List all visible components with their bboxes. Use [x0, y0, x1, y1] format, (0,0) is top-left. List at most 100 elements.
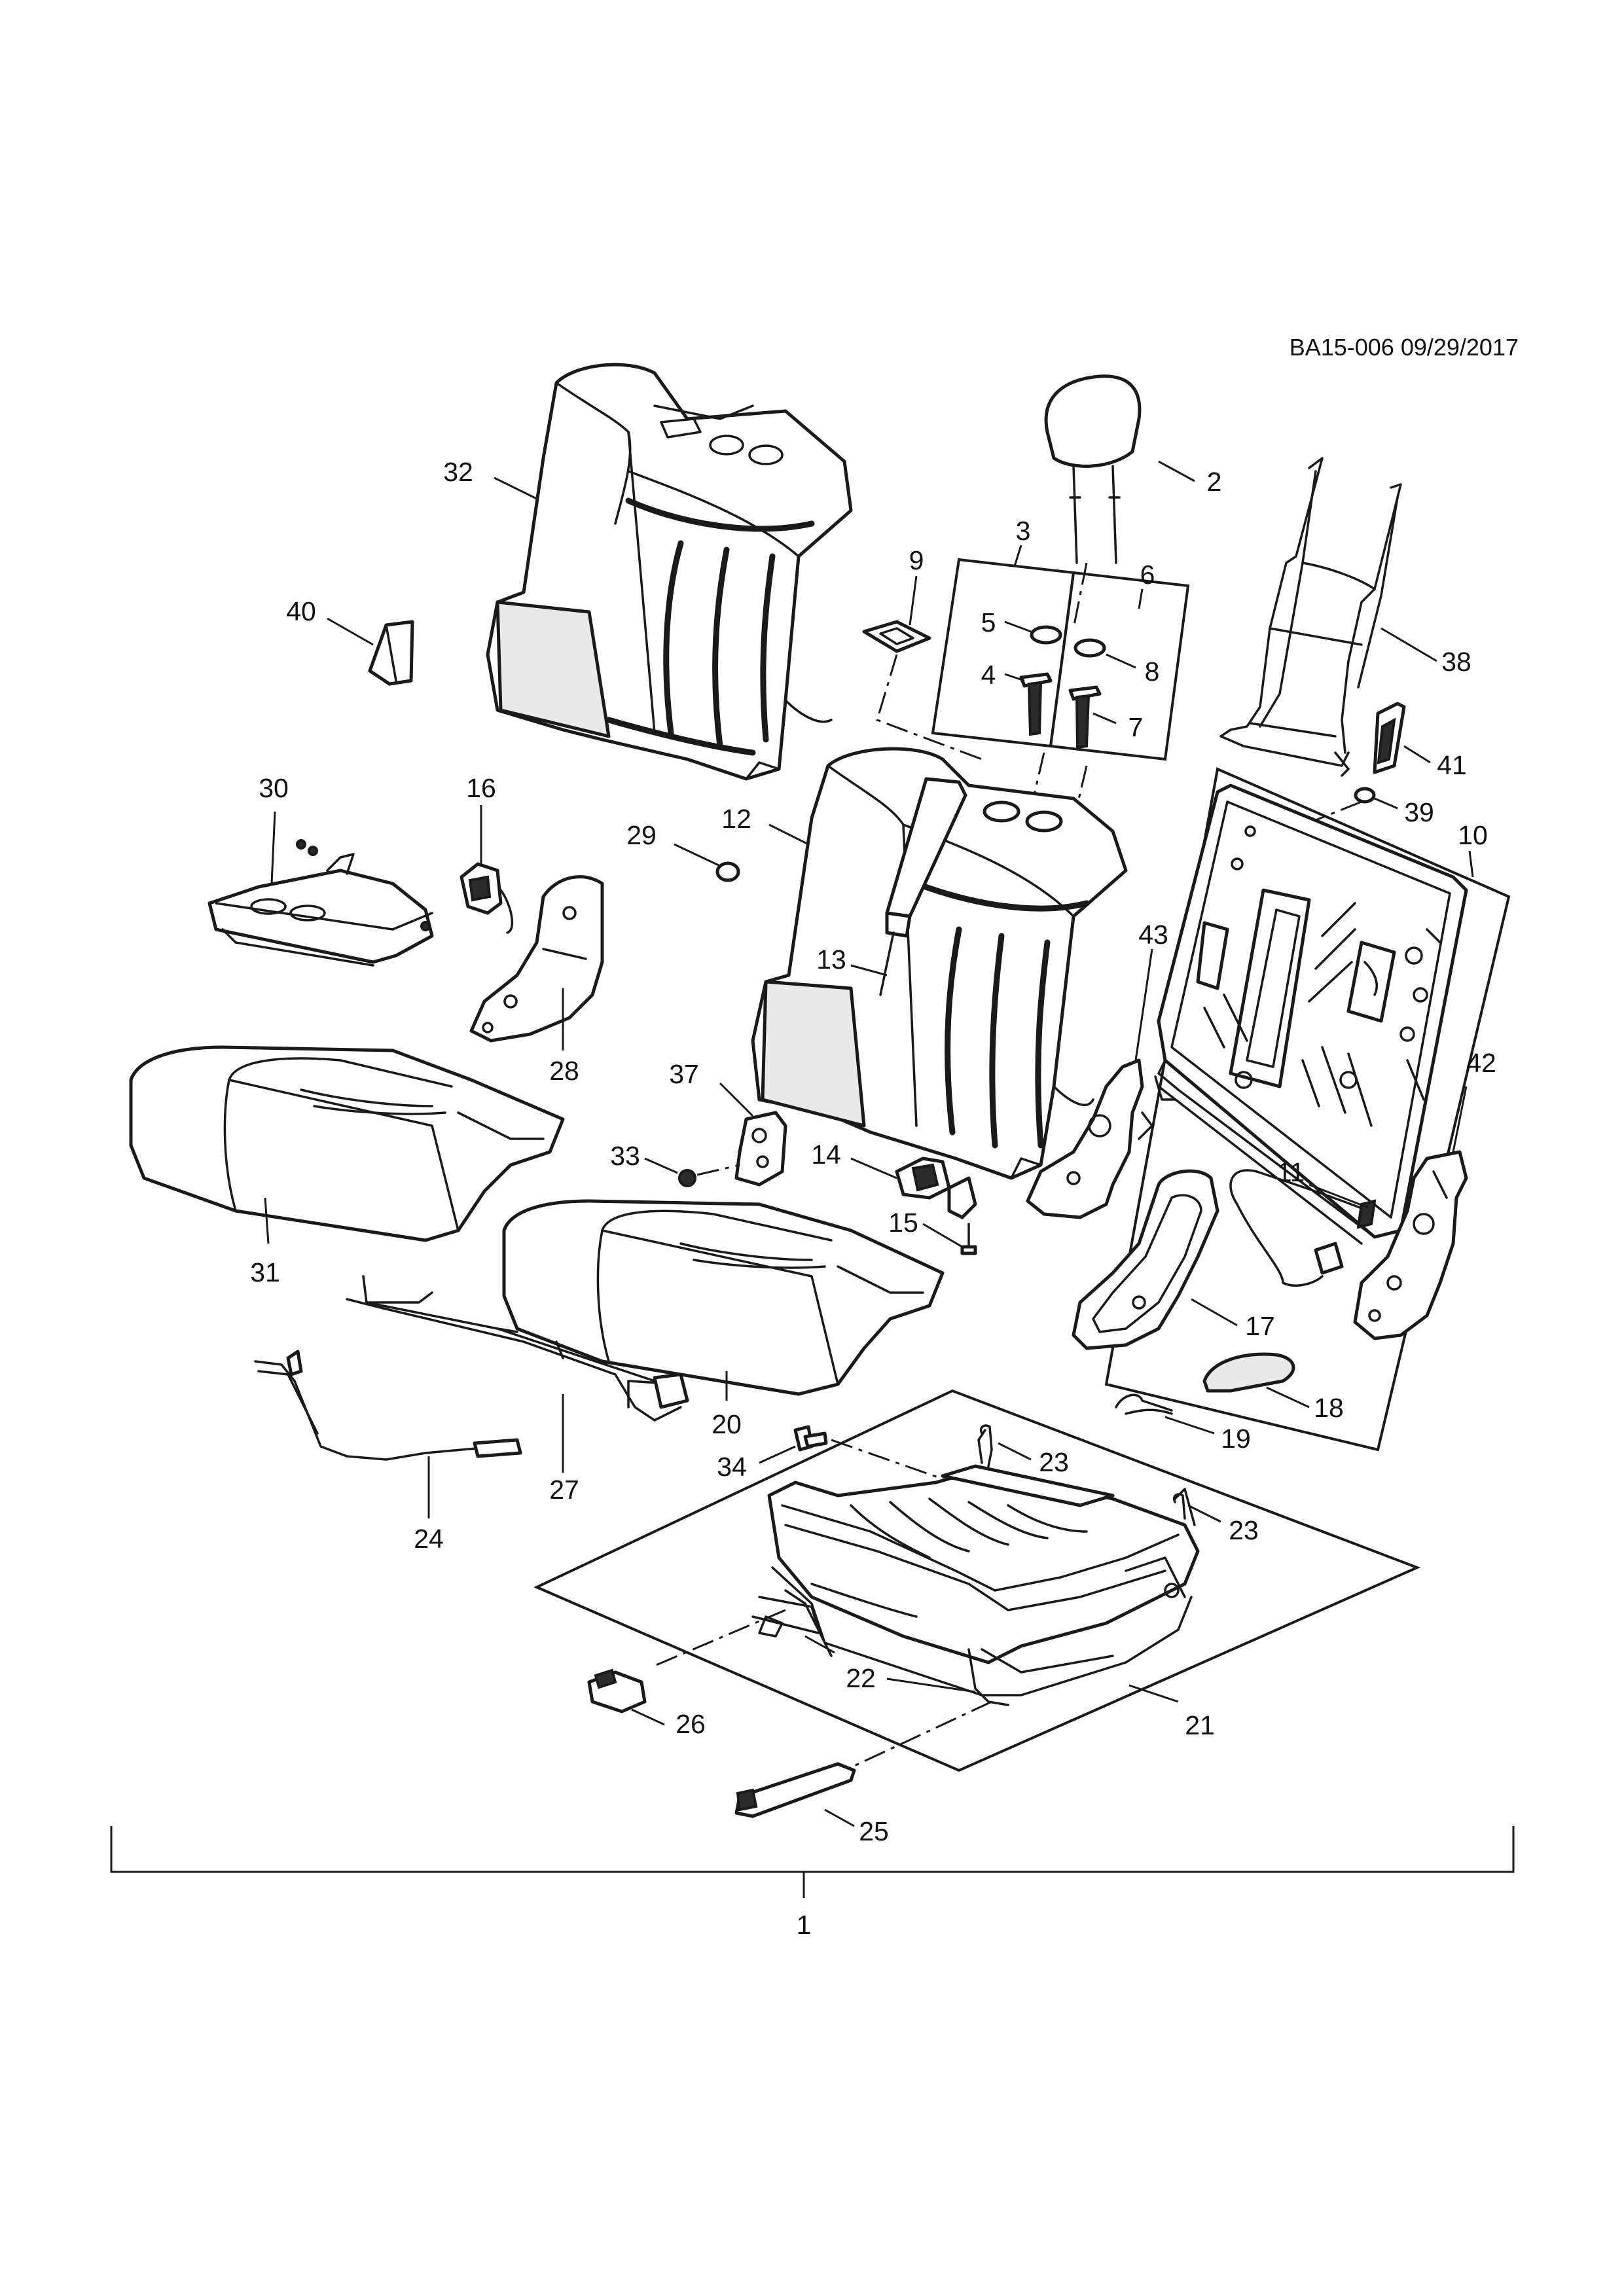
callout-26: 26: [676, 1709, 706, 1739]
latch-module-41: [1373, 702, 1406, 774]
side-shield-28: [469, 875, 604, 1043]
callout-25: 25: [859, 1816, 889, 1846]
rod-24: [254, 1350, 522, 1461]
callout-32: 32: [443, 457, 473, 487]
dashline-34: [831, 1439, 963, 1487]
callout-34: 34: [717, 1452, 747, 1482]
assembly-bracket: [110, 1826, 1515, 1898]
document-reference: BA15-006 09/29/2017: [1290, 334, 1519, 361]
callout-27: 27: [549, 1475, 579, 1505]
hinge-bracket-42: [1353, 1150, 1468, 1340]
seat-back-panel: [1154, 783, 1468, 1245]
callout-18: 18: [1314, 1393, 1344, 1423]
leader-37: [719, 1082, 754, 1117]
leader-13: [850, 964, 888, 977]
callout-20: 20: [712, 1409, 742, 1439]
callout-7: 7: [1128, 712, 1144, 742]
callout-2: 2: [1207, 467, 1222, 497]
seat-belt-13: [879, 777, 967, 996]
leader-34: [759, 1445, 796, 1464]
callout-43: 43: [1138, 920, 1168, 950]
bezel-9: [862, 620, 931, 653]
leader-10: [1468, 850, 1474, 878]
callout-29: 29: [626, 820, 657, 850]
callout-42: 42: [1466, 1048, 1496, 1078]
leader-7: [1092, 712, 1117, 725]
leader-18: [1266, 1386, 1310, 1408]
leader-29: [674, 843, 719, 867]
seat-back-cover-left: [486, 363, 853, 781]
callout-5: 5: [981, 607, 996, 637]
leader-6: [1138, 588, 1144, 609]
leader-11: [1308, 1183, 1369, 1209]
guide-cap-8: [1074, 638, 1106, 658]
leader-42: [1452, 1086, 1468, 1153]
armrest-30: [208, 839, 434, 967]
leader-31: [264, 1197, 270, 1244]
callout-3: 3: [1016, 516, 1031, 546]
buckle-16: [460, 862, 514, 934]
nut-33: [678, 1169, 696, 1187]
leader-23b: [1187, 1504, 1221, 1523]
callout-24: 24: [414, 1524, 444, 1554]
callout-41: 41: [1437, 750, 1467, 780]
guide-cap-5: [1030, 625, 1062, 645]
headrest: [1044, 374, 1142, 564]
leader-12: [768, 823, 809, 846]
callout-22a: 22: [846, 1663, 876, 1693]
callout-8: 8: [1145, 656, 1160, 687]
callout-15: 15: [888, 1208, 918, 1238]
latch-bracket-37: [734, 1111, 787, 1187]
callout-11: 11: [1277, 1157, 1305, 1187]
callout-31: 31: [250, 1257, 280, 1287]
leader-25: [824, 1808, 855, 1827]
callout-39: 39: [1404, 797, 1434, 827]
leader-21: [1128, 1684, 1179, 1703]
callout-30: 30: [259, 773, 289, 803]
seat-back-panel-box-10: [1104, 767, 1511, 1452]
seat-cushion-right-20: [502, 1199, 945, 1396]
dashline-33: [696, 1164, 740, 1176]
callout-21: 21: [1185, 1710, 1215, 1740]
leader-43: [1134, 948, 1153, 1061]
leader-40: [327, 617, 374, 646]
track-cover-26: [587, 1668, 647, 1713]
callout-23a: 23: [1039, 1447, 1069, 1477]
headrest-guide-7: [1068, 685, 1102, 749]
dashline-26: [654, 1609, 786, 1667]
seat-frame-box-21: [533, 1389, 1421, 1772]
leader-39: [1374, 797, 1398, 810]
leader-2: [1158, 460, 1195, 482]
leader-3: [1013, 545, 1022, 567]
callout-1: 1: [797, 1910, 812, 1940]
callout-38: 38: [1441, 647, 1471, 677]
washer-39: [1354, 787, 1376, 804]
leader-19: [1164, 1416, 1215, 1435]
pin-34: [793, 1425, 828, 1452]
leader-4: [1004, 673, 1025, 682]
leader-30: [270, 811, 276, 884]
leader-41: [1403, 745, 1431, 764]
callout-37: 37: [669, 1059, 699, 1089]
callout-13: 13: [816, 944, 846, 975]
bolt-15: [960, 1223, 977, 1255]
leader-33: [644, 1157, 678, 1174]
leader-8: [1106, 653, 1136, 669]
leader-23a: [998, 1442, 1032, 1461]
spring-23b: [1173, 1493, 1186, 1520]
side-bolster-17: [1072, 1169, 1219, 1350]
callout-16: 16: [466, 773, 496, 803]
dashline-2: [1072, 562, 1088, 629]
callout-6: 6: [1140, 560, 1155, 590]
trim-cover-25: [734, 1762, 856, 1818]
seat-back-cover-right: [751, 747, 1128, 1180]
headrest-guide-box-3: [931, 558, 1075, 748]
callout-33: 33: [610, 1141, 640, 1171]
callout-9: 9: [909, 545, 924, 575]
callout-23b: 23: [1229, 1515, 1259, 1545]
clip-19: [1115, 1393, 1173, 1415]
leader-32: [494, 476, 537, 500]
cap-18: [1202, 1352, 1295, 1393]
